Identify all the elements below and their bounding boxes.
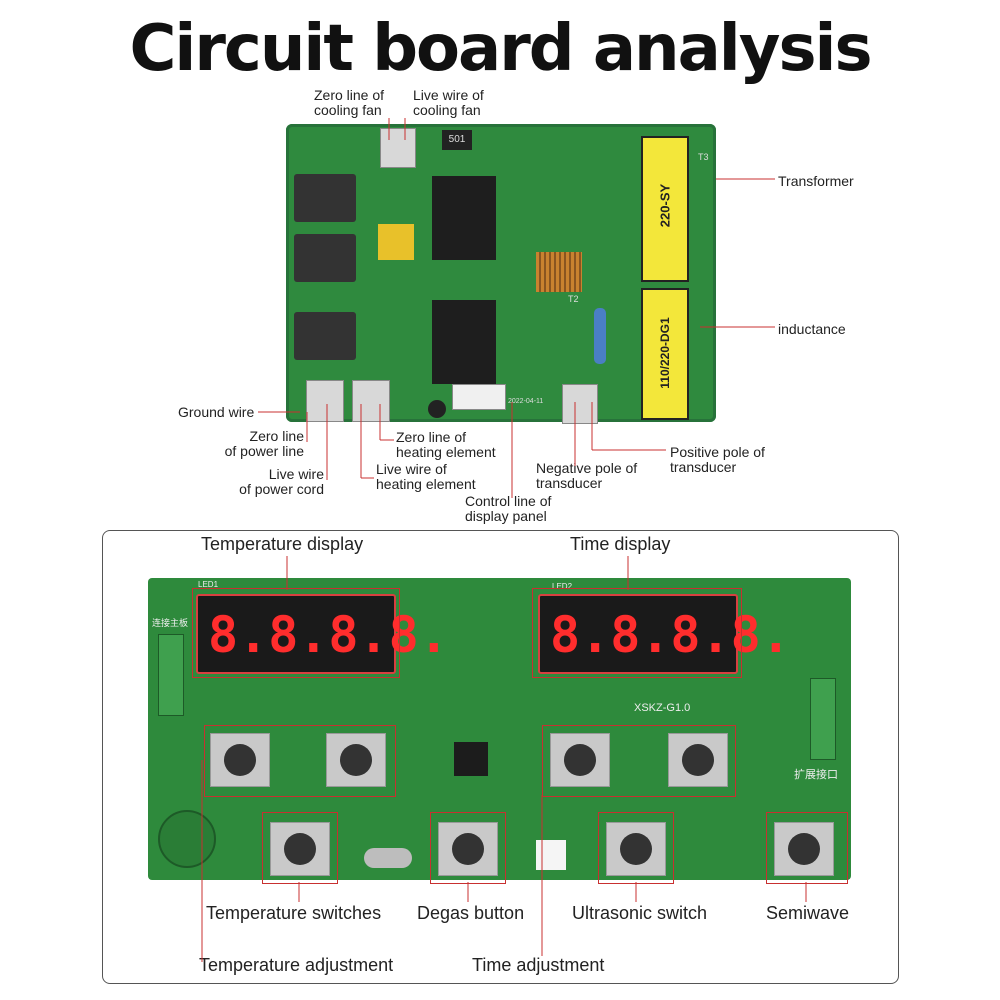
temperature-digits: 8.8.8.8. xyxy=(208,606,449,664)
power-connector xyxy=(306,380,344,422)
temp-up-button[interactable] xyxy=(326,733,386,787)
label-live-power-cord: Live wire of power cord xyxy=(228,467,324,497)
temperature-switch-button[interactable] xyxy=(270,822,330,876)
label-line: of power line xyxy=(224,443,304,459)
label-ground-wire: Ground wire xyxy=(178,404,255,420)
temp-down-button[interactable] xyxy=(210,733,270,787)
label-live-cooling-fan: Live wire of cooling fan xyxy=(413,88,484,118)
label-line: Control line of xyxy=(465,493,552,509)
label-line: Positive pole of xyxy=(670,444,765,460)
label-line: cooling fan xyxy=(314,102,382,118)
degas-button[interactable] xyxy=(438,822,498,876)
label-line: Live wire xyxy=(268,466,324,482)
main-board-connector-label: 连接主板 xyxy=(152,618,189,628)
label-line: Zero line of xyxy=(396,429,467,445)
relay xyxy=(294,174,356,222)
label-zero-heating: Zero line of heating element xyxy=(396,430,496,460)
electrolytic-capacitor xyxy=(428,400,446,418)
heatsink xyxy=(432,176,496,260)
display-connector xyxy=(452,384,506,410)
relay xyxy=(294,312,356,360)
model-label: XSKZ-G1.0 xyxy=(634,702,691,714)
label-line: cooling fan xyxy=(413,102,481,118)
label-line: transducer xyxy=(536,475,603,491)
label-degas-button: Degas button xyxy=(417,903,525,923)
led1-label: LED1 xyxy=(198,580,219,589)
heatsink xyxy=(432,300,496,384)
label-semiwave: Semiwave xyxy=(766,903,850,923)
label-line: Live wire of xyxy=(413,87,484,103)
time-digits: 8.8.8.8. xyxy=(550,606,791,664)
label-line: Negative pole of xyxy=(536,460,638,476)
semiwave-button[interactable] xyxy=(774,822,834,876)
coil xyxy=(536,252,582,292)
highlight-time-adjust xyxy=(542,725,736,797)
highlight-temp-display xyxy=(192,588,400,678)
label-line: heating element xyxy=(376,476,476,492)
buzzer xyxy=(158,810,216,868)
time-down-button[interactable] xyxy=(550,733,610,787)
t2-label: T2 xyxy=(568,294,579,304)
highlight-time-display xyxy=(532,588,742,678)
ultrasonic-switch-button[interactable] xyxy=(606,822,666,876)
label-line: of power cord xyxy=(239,481,324,497)
fuse-mark: 501 xyxy=(448,134,466,145)
led2-label: LED2 xyxy=(552,582,573,591)
page-title: Circuit board analysis xyxy=(129,12,872,86)
transformer: 220-SY xyxy=(641,136,689,282)
left-connector xyxy=(158,634,184,716)
white-connector xyxy=(536,840,566,870)
label-line: transducer xyxy=(670,459,737,475)
label-zero-power-line: Zero line of power line xyxy=(220,429,304,459)
microcontroller xyxy=(454,742,488,776)
heating-connector xyxy=(352,380,390,422)
label-ultrasonic-switch: Ultrasonic switch xyxy=(572,903,708,923)
label-inductance: inductance xyxy=(778,321,846,337)
label-line: Zero line of xyxy=(314,87,385,103)
expansion-port-label: 扩展接口 xyxy=(794,769,838,781)
fan-connector xyxy=(380,128,416,168)
label-time-adjustment: Time adjustment xyxy=(472,955,605,975)
label-transformer: Transformer xyxy=(778,173,854,189)
label-temperature-adjustment: Temperature adjustment xyxy=(199,955,394,975)
label-temperature-display: Temperature display xyxy=(201,534,364,554)
inductor: 110/220-DG1 xyxy=(641,288,689,420)
display-panel-frame xyxy=(102,530,899,984)
time-up-button[interactable] xyxy=(668,733,728,787)
yellow-capacitor xyxy=(378,224,414,260)
label-live-heating: Live wire of heating element xyxy=(376,462,476,492)
label-zero-cooling-fan: Zero line of cooling fan xyxy=(314,88,384,118)
blue-resistor xyxy=(594,308,606,364)
temperature-display: 8.8.8.8. xyxy=(196,594,449,674)
label-time-display: Time display xyxy=(570,534,671,554)
highlight-temp-switch xyxy=(262,812,338,884)
t3-label: T3 xyxy=(698,152,709,162)
label-line: Live wire of xyxy=(376,461,447,477)
highlight-semiwave xyxy=(766,812,848,884)
board-date: 2022-04-11 xyxy=(508,398,544,405)
crystal xyxy=(364,848,412,868)
label-line: Zero line xyxy=(249,428,304,444)
label-control-line: Control line of display panel xyxy=(465,494,551,524)
label-line: display panel xyxy=(465,508,547,524)
highlight-temp-adjust xyxy=(204,725,396,797)
fuse-chip: 501 xyxy=(442,130,472,150)
label-negative-transducer: Negative pole of transducer xyxy=(536,461,637,491)
label-line: heating element xyxy=(396,444,496,460)
label-temperature-switches: Temperature switches xyxy=(206,903,382,923)
relay xyxy=(294,234,356,282)
right-connector xyxy=(810,678,836,760)
power-circuit-board: 501 T2 220-SY T3 110/220-DG1 2022-04-11 xyxy=(286,124,716,424)
label-positive-transducer: Positive pole of transducer xyxy=(670,445,765,475)
time-display: 8.8.8.8. xyxy=(538,594,791,674)
